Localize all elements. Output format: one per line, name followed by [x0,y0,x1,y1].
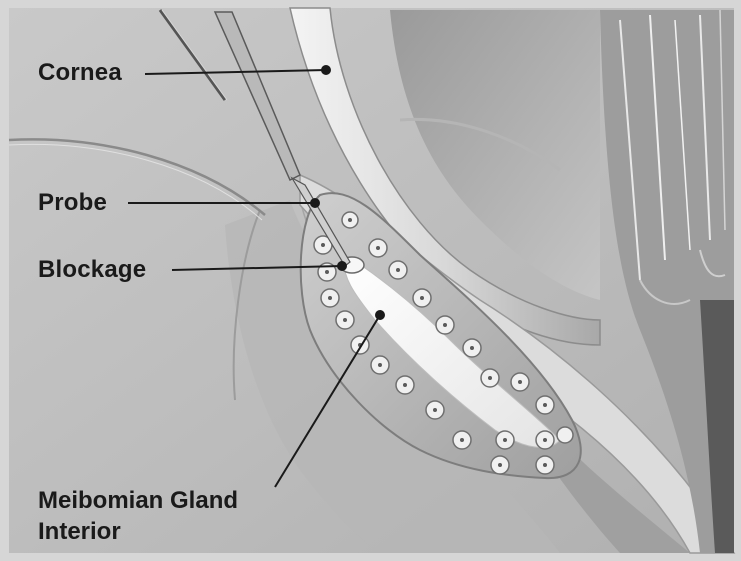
label-gland-line1: Meibomian Gland [38,485,238,516]
label-gland-line2: Interior [38,516,238,547]
label-meibomian-gland-interior: Meibomian Gland Interior [38,485,238,547]
label-cornea: Cornea [38,58,122,88]
label-blockage: Blockage [38,255,146,285]
label-probe: Probe [38,188,107,218]
